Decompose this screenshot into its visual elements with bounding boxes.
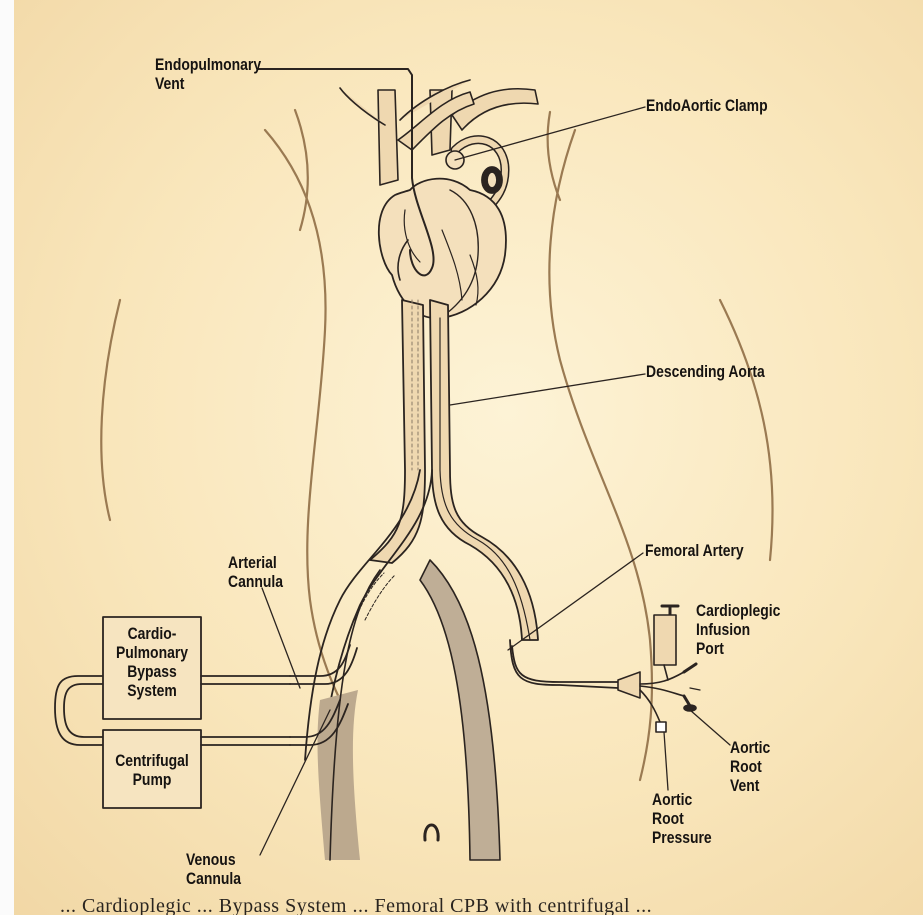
box-line: Centrifugal <box>112 751 192 770</box>
label-cardioplegic-infusion-port: Cardioplegic Infusion Port <box>696 601 780 658</box>
centrifugal-pump-label: Centrifugal Pump <box>112 751 192 789</box>
label-endopulmonary-vent: Endopulmonary Vent <box>155 55 261 93</box>
figure-caption: ... Cardioplegic ... Bypass System ... F… <box>60 895 652 915</box>
cardioplegic-port-assembly <box>618 606 696 732</box>
label-line: Infusion <box>696 620 780 639</box>
label-line: Aortic <box>730 738 770 757</box>
label-line: Vent <box>730 776 770 795</box>
label-venous-cannula: Venous Cannula <box>186 850 241 888</box>
label-line: Vent <box>155 74 261 93</box>
label-line: Endopulmonary <box>155 55 261 74</box>
cpb-system-label: Cardio- Pulmonary Bypass System <box>112 624 192 700</box>
label-line: Cannula <box>228 572 283 591</box>
left-iliac-vessels <box>305 470 432 860</box>
label-descending-aorta: Descending Aorta <box>646 362 765 381</box>
label-endoaortic-clamp: EndoAortic Clamp <box>646 96 768 115</box>
label-line: Cardioplegic <box>696 601 780 620</box>
label-femoral-artery: Femoral Artery <box>645 541 744 560</box>
box-line: Pulmonary <box>112 643 192 662</box>
label-arterial-cannula: Arterial Cannula <box>228 553 283 591</box>
label-line: Port <box>696 639 780 658</box>
box-line: Pump <box>112 770 192 789</box>
box-line: Cardio- <box>112 624 192 643</box>
label-line: Aortic <box>652 790 712 809</box>
label-line: Arterial <box>228 553 283 572</box>
femoral-catheter <box>510 640 618 688</box>
label-aortic-root-pressure: Aortic Root Pressure <box>652 790 712 847</box>
box-line: System <box>112 681 192 700</box>
label-aortic-root-vent: Aortic Root Vent <box>730 738 770 795</box>
label-line: Root <box>652 809 712 828</box>
label-line: Venous <box>186 850 241 869</box>
label-line: Pressure <box>652 828 712 847</box>
label-line: Cannula <box>186 869 241 888</box>
box-line: Bypass <box>112 662 192 681</box>
label-line: Root <box>730 757 770 776</box>
inner-thigh-shading <box>420 560 500 860</box>
